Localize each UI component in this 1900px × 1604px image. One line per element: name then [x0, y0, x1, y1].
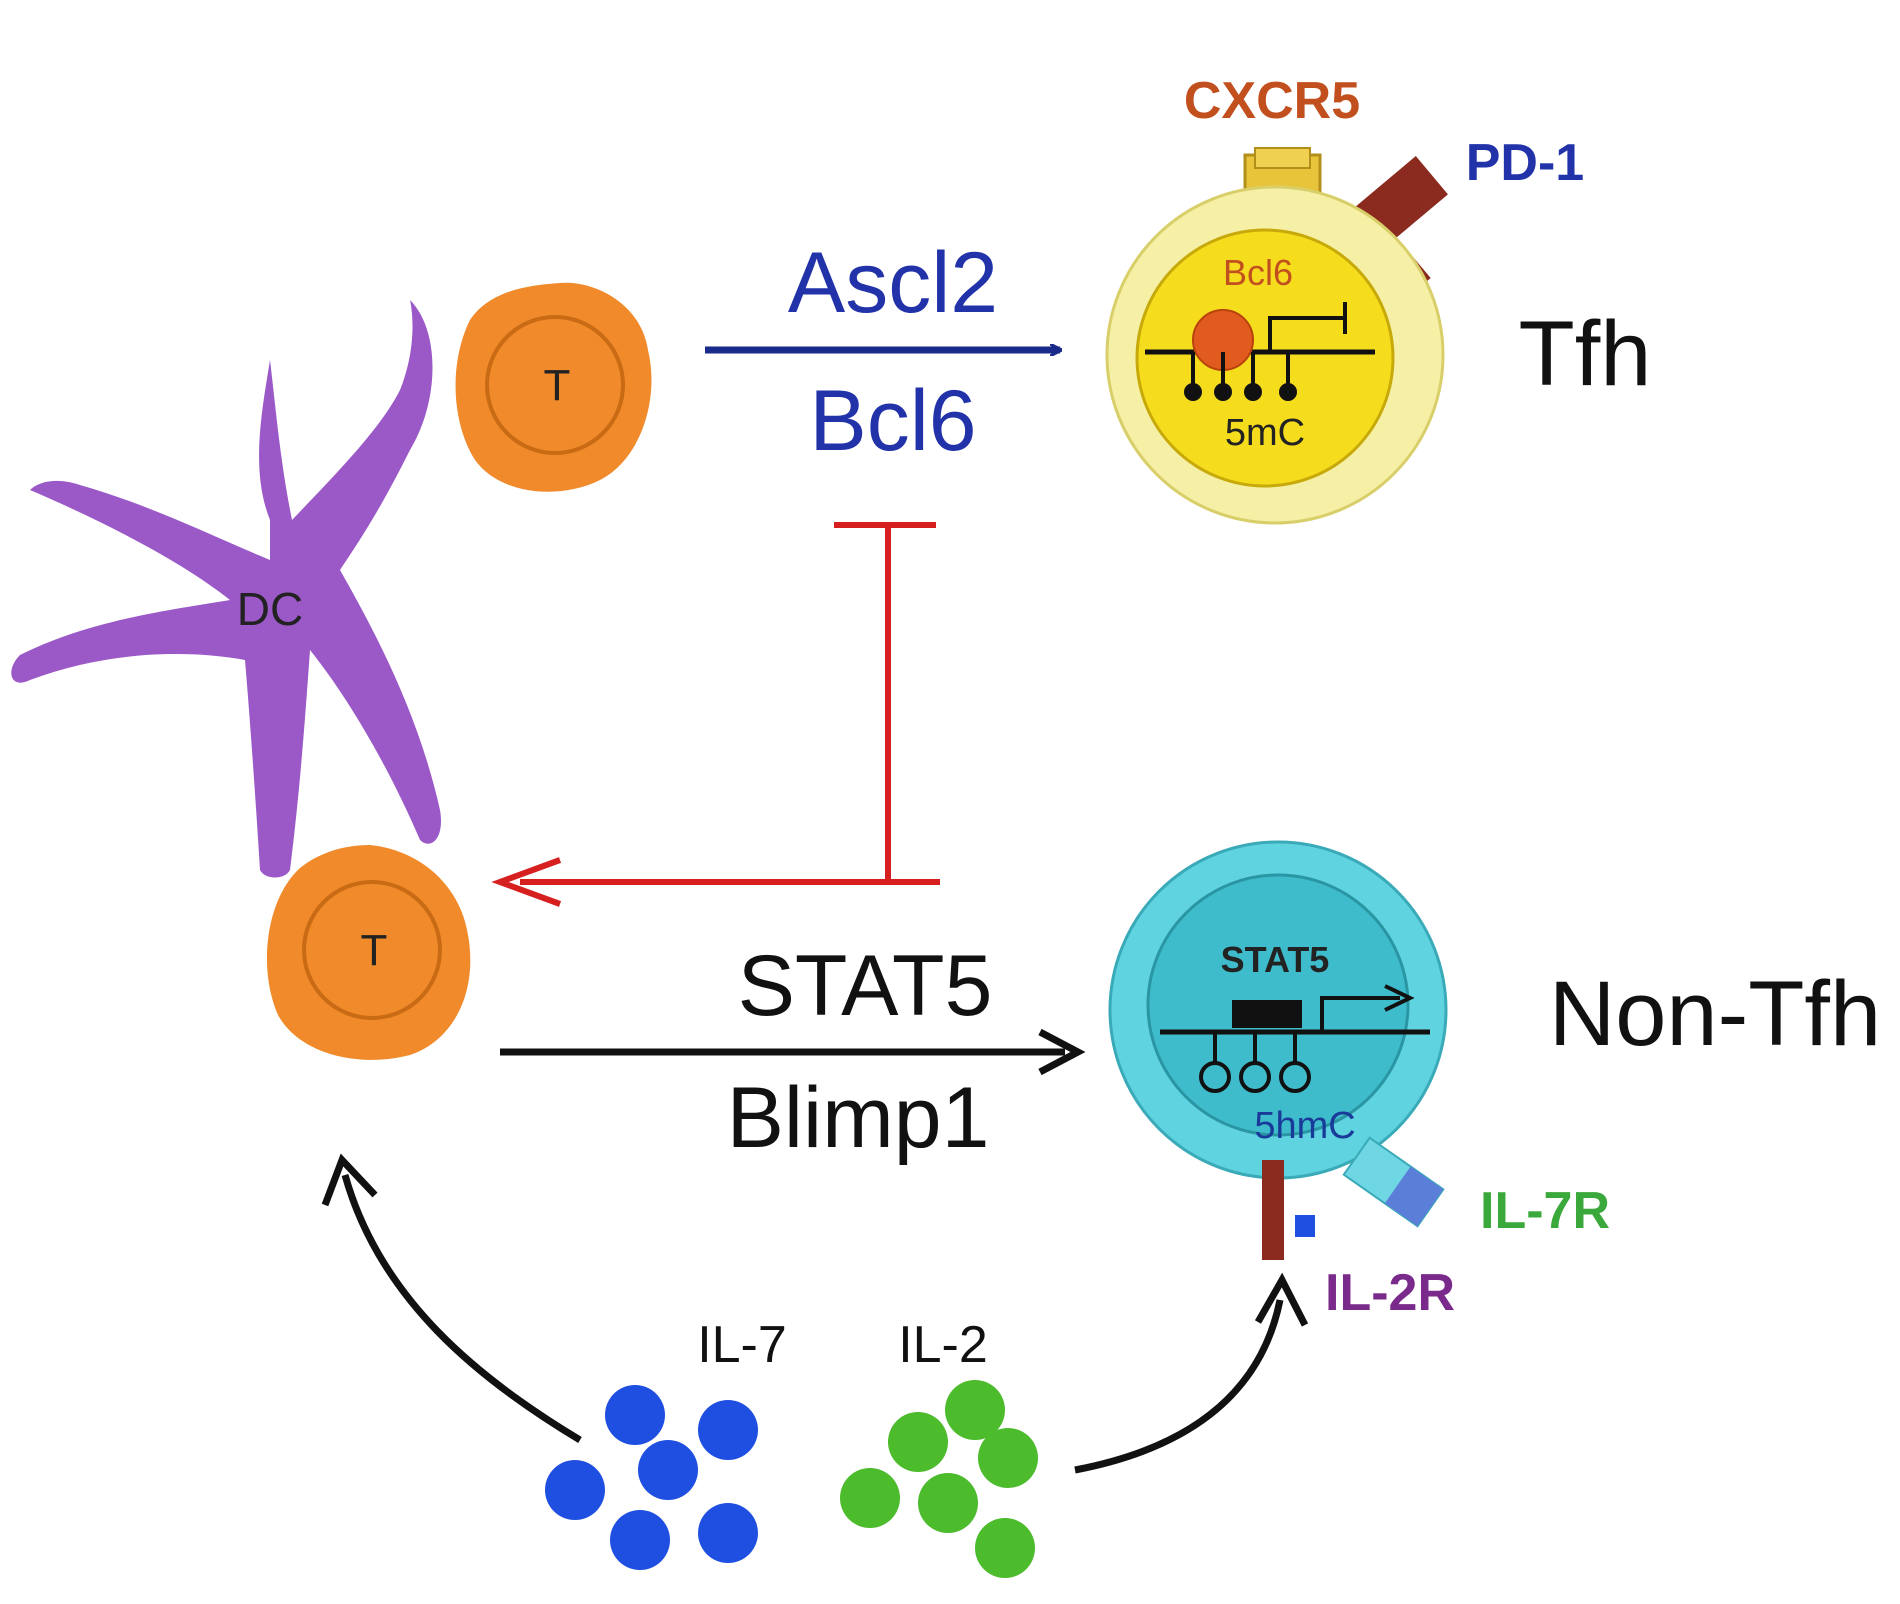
il2r-receptor: [1262, 1160, 1284, 1260]
tfh-label: Tfh: [1519, 303, 1652, 405]
methylation-marks: [1184, 352, 1297, 401]
il7-cytokines: IL-7: [545, 1316, 787, 1570]
nontfh-label: Non-Tfh: [1549, 963, 1881, 1065]
il7-to-tcell-arrow: [341, 1174, 582, 1444]
stat5-gene-label: STAT5: [1221, 939, 1330, 980]
il2r-subunit: [1295, 1215, 1315, 1237]
nontfh-methylation-label: 5hmC: [1254, 1105, 1355, 1147]
dendritic-cell: DC: [11, 300, 441, 878]
tfh-methylation-label: 5mC: [1225, 412, 1305, 454]
blimp1-label: Blimp1: [727, 1070, 990, 1166]
nontfh-promoter-active: [1320, 996, 1400, 1032]
inhibition-marker: [491, 522, 940, 907]
tfh-cell: CXCR5 PD-1 Bcl6 5mC Tfh: [1105, 72, 1652, 525]
il7-to-tcell-arrowhead: [321, 1153, 378, 1207]
t-cell-top-nucleus: [485, 315, 625, 455]
dc-label: DC: [237, 583, 303, 635]
bcl6-gene-label: Bcl6: [1223, 252, 1293, 293]
pd1-label: PD-1: [1466, 134, 1584, 192]
hydroxymethylation-marks: [1199, 1032, 1311, 1093]
t-cell-top: T: [455, 282, 652, 492]
il2r-label: IL-2R: [1325, 1264, 1455, 1322]
nontfh-promoter-arrowhead: [1384, 984, 1415, 1012]
nontfh-cell: STAT5 5hmC IL-7R IL-2R Non-Tfh: [1108, 840, 1881, 1322]
t-cell-bottom: T: [266, 845, 471, 1060]
il2-label: IL-2: [898, 1316, 988, 1374]
stat5-protein: [1232, 1000, 1302, 1028]
tfh-promoter-blocked: [1268, 316, 1345, 352]
t-cell-bottom-nucleus: [302, 880, 442, 1020]
il2-to-nontfh-arrow: [1074, 1299, 1284, 1474]
il7r-label: IL-7R: [1480, 1182, 1610, 1240]
cxcr5-receptor-top: [1254, 147, 1311, 169]
t-cell-bottom-label: T: [361, 926, 388, 975]
stat5-arrow-label: STAT5: [738, 938, 993, 1034]
ascl2-label: Ascl2: [788, 235, 998, 331]
il7r-receptor: [1342, 1136, 1445, 1228]
il2-cytokines: IL-2: [840, 1316, 1038, 1578]
inhibition-arrowhead: [491, 857, 562, 907]
il2-to-nontfh-arrowhead: [1254, 1272, 1309, 1327]
cxcr5-label: CXCR5: [1184, 72, 1360, 130]
dc-body: [11, 300, 441, 878]
nontfh-arrowhead: [1038, 1028, 1086, 1076]
il7-label: IL-7: [697, 1316, 787, 1374]
tfh-cell-nucleus: [1135, 228, 1395, 488]
bcl6-arrow-label: Bcl6: [809, 373, 976, 469]
t-cell-top-label: T: [544, 361, 571, 410]
